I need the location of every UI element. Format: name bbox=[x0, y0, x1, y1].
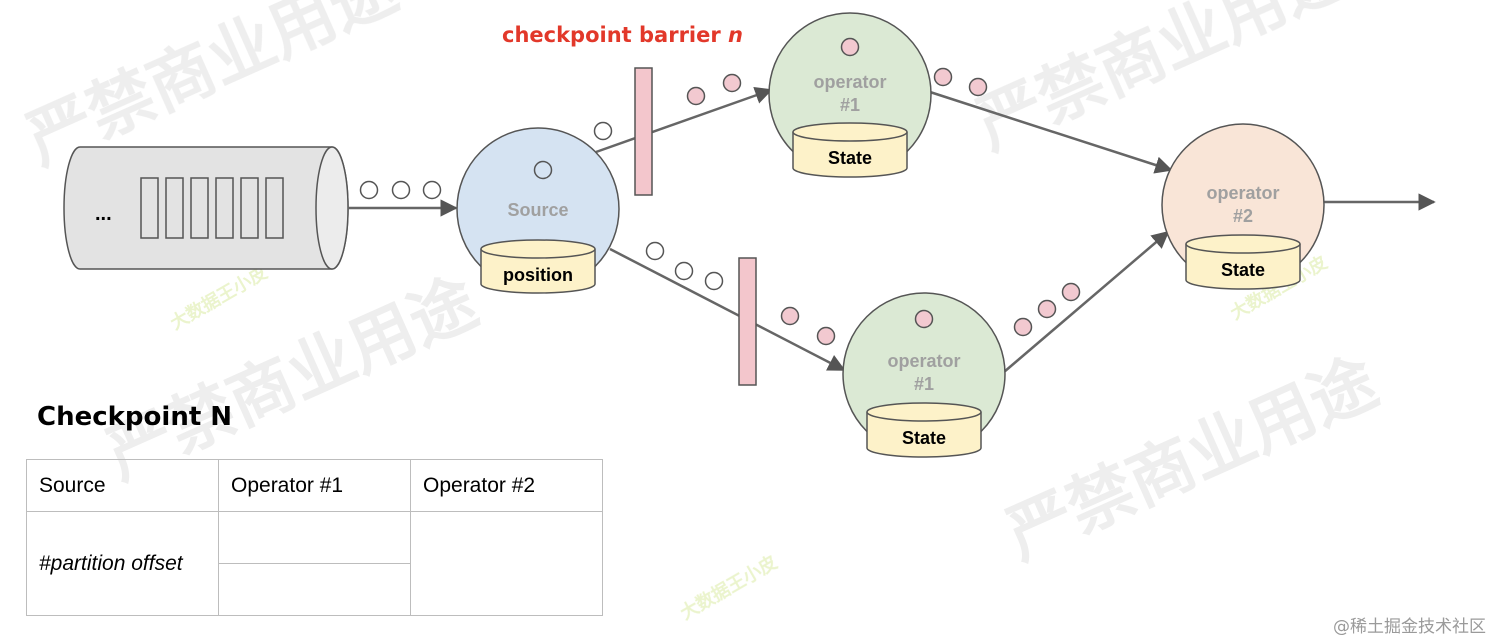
record bbox=[780, 306, 800, 326]
operator1-top-number: #1 bbox=[840, 95, 860, 115]
record bbox=[1013, 317, 1033, 337]
record bbox=[674, 261, 694, 281]
checkpoint-barriers bbox=[634, 67, 757, 386]
record bbox=[1061, 282, 1081, 302]
record bbox=[593, 121, 613, 141]
operator2-cell bbox=[410, 511, 603, 616]
barrier-bottom bbox=[738, 257, 757, 386]
barrier-label-prefix: checkpoint barrier bbox=[502, 23, 728, 47]
edge-op1-top-to-op2 bbox=[929, 90, 1173, 174]
edge-op1-bottom-to-op2 bbox=[1003, 230, 1170, 373]
watermark: 严禁商业用途 bbox=[995, 343, 1388, 574]
header-source: Source bbox=[26, 459, 219, 512]
edge-source-to-op1-top bbox=[595, 87, 773, 154]
operator2-state-label: State bbox=[1221, 260, 1265, 280]
record bbox=[914, 309, 934, 329]
records-before-barrier bbox=[359, 121, 724, 291]
operator2-number: #2 bbox=[1233, 206, 1253, 226]
watermark: 大数据王小皮 bbox=[677, 551, 782, 624]
edge-source-to-op1-bottom bbox=[609, 247, 846, 372]
records-after-barrier bbox=[686, 67, 1081, 346]
record bbox=[840, 37, 860, 57]
checkpoint-title: Checkpoint N bbox=[37, 402, 233, 432]
header-operator2: Operator #2 bbox=[410, 459, 603, 512]
header-operator1: Operator #1 bbox=[218, 459, 411, 512]
queue-records bbox=[140, 177, 284, 239]
record bbox=[704, 271, 724, 291]
table-row: #partition offset bbox=[26, 511, 603, 616]
queue-record bbox=[215, 177, 234, 239]
barrier-label-var: n bbox=[728, 23, 743, 47]
edges bbox=[348, 87, 1436, 373]
queue-ellipsis: ... bbox=[95, 203, 112, 225]
record bbox=[816, 326, 836, 346]
record bbox=[359, 180, 379, 200]
record bbox=[422, 180, 442, 200]
operator1-top-node: operator #1 State bbox=[768, 12, 932, 178]
record bbox=[933, 67, 953, 87]
watermark: 大数据王小皮 bbox=[167, 261, 272, 334]
source-state-label: position bbox=[503, 265, 573, 285]
operator1-bottom-number: #1 bbox=[914, 374, 934, 394]
source-offset-cell: #partition offset bbox=[26, 511, 219, 616]
queue-record bbox=[190, 177, 209, 239]
operator1-bottom-label: operator bbox=[887, 351, 960, 371]
footer-watermark: @稀土掘金技术社区 bbox=[1333, 617, 1486, 637]
operator2-label: operator bbox=[1206, 183, 1279, 203]
operator1-top-state-label: State bbox=[828, 148, 872, 168]
record bbox=[645, 241, 665, 261]
record bbox=[722, 73, 742, 93]
record bbox=[968, 77, 988, 97]
barrier-top bbox=[634, 67, 653, 196]
checkpoint-table: Source Operator #1 Operator #2 #partitio… bbox=[26, 459, 603, 616]
queue-record bbox=[140, 177, 159, 239]
queue-record bbox=[165, 177, 184, 239]
record bbox=[391, 180, 411, 200]
operator1-bottom-state-label: State bbox=[902, 428, 946, 448]
operator1-cell bbox=[218, 563, 411, 616]
watermark: 严禁商业用途 bbox=[965, 0, 1358, 165]
table-header-row: Source Operator #1 Operator #2 bbox=[26, 459, 603, 512]
queue-record bbox=[265, 177, 284, 239]
source-node: Source position bbox=[456, 127, 620, 294]
record bbox=[1037, 299, 1057, 319]
operator1-top-label: operator bbox=[813, 72, 886, 92]
operator2-node: operator #2 State bbox=[1161, 123, 1325, 290]
table-row bbox=[27, 563, 603, 616]
queue-record bbox=[240, 177, 259, 239]
record bbox=[533, 160, 553, 180]
operator1-bottom-node: operator #1 State bbox=[842, 292, 1006, 458]
checkpoint-barrier-label: checkpoint barrier n bbox=[502, 23, 743, 47]
operator1-cell bbox=[218, 511, 411, 564]
source-label: Source bbox=[507, 200, 568, 220]
input-queue: ... bbox=[63, 146, 349, 270]
record bbox=[686, 86, 706, 106]
